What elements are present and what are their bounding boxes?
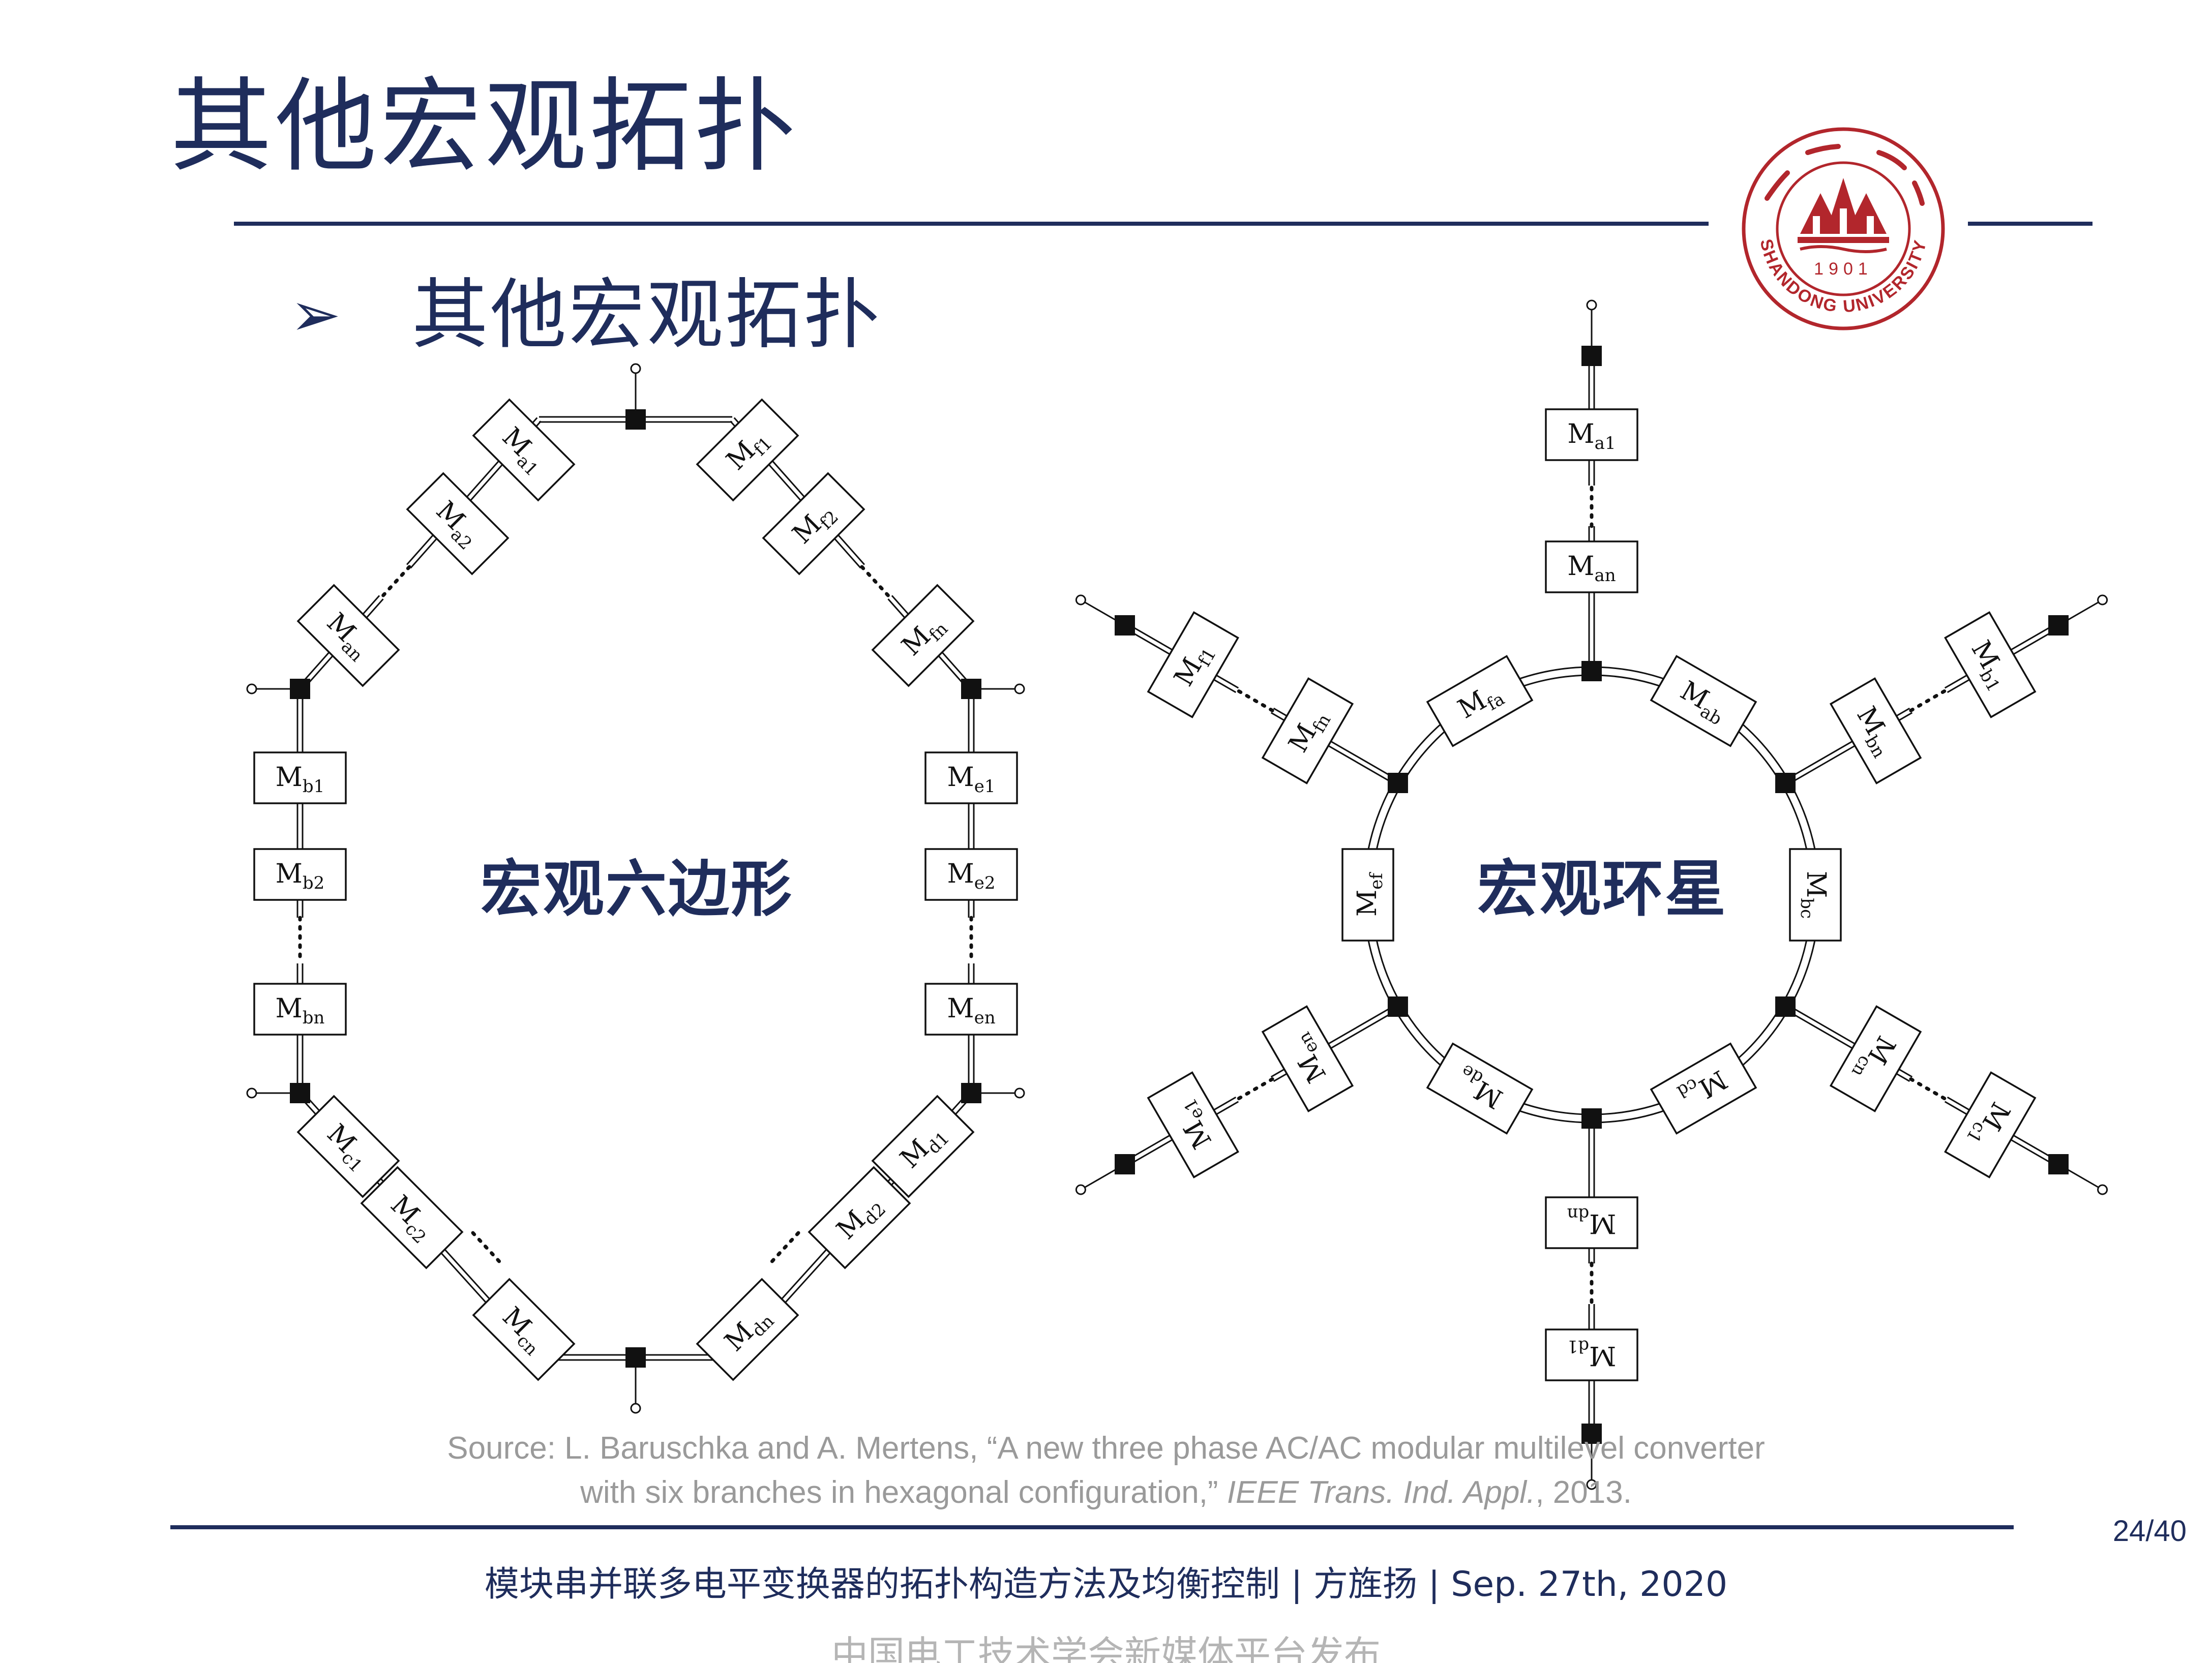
slide-title: 其他宏观拓扑 — [170, 68, 799, 186]
ring-arm-node-f — [1115, 615, 1135, 636]
ring-module-mcn: Mcn — [1829, 1005, 1922, 1112]
ring-terminal-f — [1075, 594, 1086, 606]
ring-node-b — [1775, 773, 1796, 793]
ring-arm-node-d — [1581, 1424, 1602, 1444]
hex-module-me1: Me1 — [924, 751, 1018, 804]
ring-arm-node-e — [1115, 1154, 1135, 1174]
source-citation-line-2: with six branches in hexagonal configura… — [580, 1475, 1632, 1510]
hex-node-tr — [961, 679, 981, 699]
ring-module-mbn: Mbn — [1829, 677, 1922, 784]
ring-module-mef: Mef — [1341, 848, 1394, 942]
bullet-arrow-icon: ➢ — [290, 280, 341, 350]
hex-module-mbn: Mbn — [253, 983, 347, 1036]
hex-module-mb2: Mb2 — [253, 848, 347, 901]
hex-module-me2: Me2 — [924, 848, 1018, 901]
hex-dots-f — [860, 565, 892, 599]
ring-module-me1: Me1 — [1147, 1071, 1239, 1178]
logo-year: 1901 — [1814, 259, 1873, 279]
ring-terminal-c — [2097, 1184, 2108, 1195]
hex-module-men: Men — [924, 983, 1018, 1036]
bullet-subtitle: 其他宏观拓扑 — [412, 271, 882, 359]
source-citation-line-1: Source: L. Baruschka and A. Mertens, “A … — [447, 1431, 1765, 1466]
ring-terminal-e — [1075, 1184, 1086, 1195]
hex-node-bl — [290, 1083, 310, 1103]
hexagon-diagram-label: 宏观六边形 — [481, 854, 793, 925]
ring-module-man: Man — [1545, 540, 1638, 593]
hex-node-b — [625, 1347, 646, 1368]
hex-terminal-t — [630, 363, 641, 374]
hex-wire-top-right — [636, 416, 732, 423]
hex-module-mb1: Mb1 — [253, 751, 347, 804]
ring-module-men: Men — [1261, 1005, 1354, 1112]
ring-star-diagram-label: 宏观环星 — [1477, 854, 1727, 925]
ring-node-f — [1387, 773, 1408, 793]
hex-wire-top-left — [539, 416, 636, 423]
ring-module-mf1: Mf1 — [1147, 611, 1239, 718]
svg-text:Md1: Md1 — [1567, 1336, 1617, 1371]
hex-module-ma2: Ma2 — [406, 472, 510, 576]
hex-terminal-tl — [246, 683, 257, 694]
ring-module-mde: Mde — [1426, 1042, 1534, 1135]
ring-module-mc1: Mc1 — [1944, 1071, 2037, 1178]
header-rule-right — [1968, 222, 2093, 226]
hex-module-mf2: Mf2 — [762, 472, 865, 576]
page-number: 24/40 — [2112, 1515, 2187, 1548]
hex-terminal-br — [1014, 1087, 1025, 1099]
hex-terminal-tr — [1014, 683, 1025, 694]
hex-dots-a — [379, 565, 411, 599]
ring-arm-dots-b — [1909, 688, 1948, 712]
ring-arm-node-b — [2048, 615, 2069, 636]
ring-module-mdn: Mdn — [1545, 1196, 1638, 1249]
hex-terminal-b — [630, 1403, 641, 1414]
ring-module-mfn: Mfn — [1261, 677, 1354, 784]
ring-module-mbc: Mbc — [1789, 848, 1842, 942]
hex-node-tl — [290, 679, 310, 699]
hex-module-ma1: Ma1 — [472, 398, 576, 502]
shandong-university-logo: 1901 SHANDONG UNIVERSITY — [1742, 127, 1945, 330]
ring-terminal-b — [2097, 594, 2108, 606]
ring-arm-node-c — [2048, 1154, 2069, 1174]
hex-dots-d — [766, 1231, 800, 1268]
ring-terminal-a — [1586, 299, 1597, 311]
ring-arm-dots-e — [1235, 1077, 1274, 1101]
hex-module-md2: Md2 — [808, 1166, 911, 1269]
svg-text:Mef: Mef — [1352, 872, 1387, 917]
hex-node-t — [625, 409, 646, 430]
ring-node-a — [1581, 661, 1602, 681]
footer-rule — [170, 1525, 2014, 1529]
ring-arm-node-a — [1581, 346, 1602, 366]
publisher-watermark: 中国电工技术学会新媒体平台发布 — [831, 1633, 1381, 1663]
hex-module-man: Man — [296, 584, 400, 687]
ring-node-c — [1775, 996, 1796, 1017]
hex-module-mdn: Mdn — [696, 1278, 799, 1381]
header-rule-left — [234, 222, 1709, 226]
hex-dots-c — [471, 1231, 505, 1268]
hex-module-mcn: Mcn — [472, 1278, 576, 1381]
footer-text: 模块串并联多电平变换器的拓扑构造方法及均衡控制 | 方旌扬 | Sep. 27t… — [484, 1564, 1728, 1605]
ring-node-d — [1581, 1108, 1602, 1129]
ring-module-mfa: Mfa — [1426, 655, 1534, 747]
ring-module-ma1: Ma1 — [1545, 408, 1638, 461]
ring-module-mb1: Mb1 — [1944, 611, 2037, 718]
hex-module-mc1: Mc1 — [296, 1095, 400, 1198]
hex-node-br — [961, 1083, 981, 1103]
ring-arm-dots-f — [1235, 688, 1274, 712]
ring-node-e — [1387, 996, 1408, 1017]
hex-module-mf1: Mf1 — [696, 398, 799, 502]
ring-terminal-d — [1586, 1479, 1597, 1490]
ring-module-md1: Md1 — [1545, 1328, 1638, 1381]
ring-arm-dots-c — [1909, 1077, 1948, 1101]
hex-terminal-bl — [246, 1087, 257, 1099]
